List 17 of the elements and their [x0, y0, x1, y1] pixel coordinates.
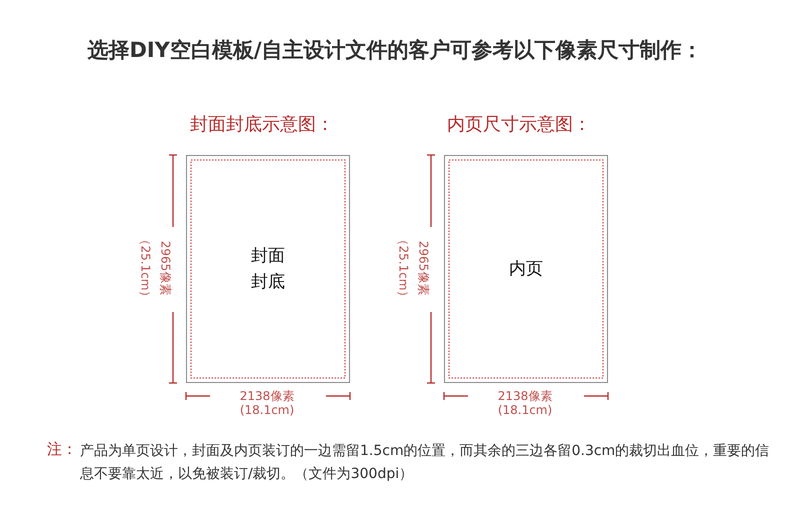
page-rectangle: [186, 155, 350, 383]
note-text: 产品为单页设计，封面及内页装订的一边需留1.5cm的位置，而其余的三边各留0.3cm的裁切出血位，重要的信息不要靠太近，以免被装订/裁切。（文件为300dpi）: [80, 442, 770, 484]
dimension-label: 2965像素: [416, 240, 432, 296]
dimension-label: 2138像素: [240, 388, 294, 404]
dimension-label: 2138像素: [498, 388, 552, 404]
diagram-heading: 封面封底示意图：: [190, 113, 334, 136]
page-rectangle: [444, 155, 608, 383]
page-label: 封面封底: [250, 245, 286, 294]
note-marker: 注：: [47, 440, 77, 459]
page-label: 内页: [509, 258, 543, 281]
dimension-label: 2965像素: [158, 240, 174, 296]
title: 选择DIY空白模板/自主设计文件的客户可参考以下像素尺寸制作：: [86, 37, 704, 64]
dimension-label: (18.1cm): [498, 403, 552, 417]
dimension-label: （25.1cm）: [138, 234, 154, 302]
dimension-label: (18.1cm): [240, 403, 294, 417]
dimension-label: （25.1cm）: [396, 234, 412, 302]
diagram-heading: 内页尺寸示意图：: [447, 113, 591, 136]
